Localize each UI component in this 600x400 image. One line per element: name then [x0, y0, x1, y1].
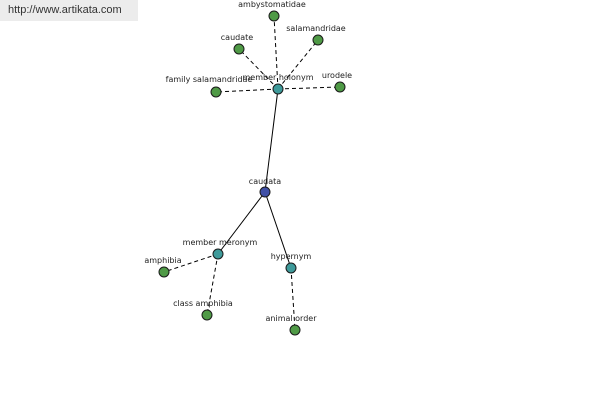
node-urodele[interactable]	[334, 81, 346, 93]
node-label-hypernym[interactable]: hypernym	[271, 252, 312, 261]
node-animal-order[interactable]	[289, 324, 301, 336]
edge-member-holonym-to-urodele	[277, 86, 341, 90]
edge-member-holonym-to-ambystomatidae	[273, 15, 279, 90]
node-label-caudata[interactable]: caudata	[249, 177, 281, 186]
edge-caudata-to-member-holonym	[264, 88, 279, 193]
node-salamandridae[interactable]	[312, 34, 324, 46]
edge-caudata-to-member-meronym	[217, 191, 266, 255]
node-family-salamandridae[interactable]	[210, 86, 222, 98]
edge-member-holonym-to-family-salamandridae	[215, 88, 279, 93]
node-label-urodele[interactable]: urodele	[322, 71, 352, 80]
node-member-holonym[interactable]	[272, 83, 284, 95]
node-label-salamandridae[interactable]: salamandridae	[286, 24, 346, 33]
node-amphibia[interactable]	[158, 266, 170, 278]
node-label-caudate[interactable]: caudate	[221, 33, 253, 42]
node-hypernym[interactable]	[285, 262, 297, 274]
node-caudate[interactable]	[233, 43, 245, 55]
edge-member-meronym-to-amphibia	[163, 253, 219, 273]
label-layer: caudata member holonym member meronym hyper…	[144, 0, 352, 323]
edge-member-holonym-to-salamandridae	[277, 39, 319, 90]
node-ambystomatidae[interactable]	[268, 10, 280, 22]
node-label-ambystomatidae[interactable]: ambystomatidae	[238, 0, 306, 9]
node-label-amphibia[interactable]: amphibia	[144, 256, 181, 265]
node-label-member-meronym[interactable]: member meronym	[183, 238, 258, 247]
node-label-member-holonym[interactable]: member holonym	[242, 73, 313, 82]
edge-member-holonym-to-caudate	[238, 48, 279, 90]
node-class-amphibia[interactable]	[201, 309, 213, 321]
node-label-family-salamandridae[interactable]: family salamandridae	[166, 75, 253, 84]
source-url[interactable]: http://www.artikata.com	[0, 0, 138, 21]
edge-hypernym-to-animal-order	[290, 267, 296, 331]
node-label-class-amphibia[interactable]: class amphibia	[173, 299, 233, 308]
node-label-animal-order[interactable]: animal order	[266, 314, 318, 323]
edge-member-meronym-to-class-amphibia	[206, 253, 219, 316]
node-layer	[158, 10, 346, 336]
node-member-meronym[interactable]	[212, 248, 224, 260]
edge-caudata-to-hypernym	[264, 191, 292, 269]
edge-layer	[163, 15, 341, 331]
node-caudata[interactable]	[259, 186, 271, 198]
